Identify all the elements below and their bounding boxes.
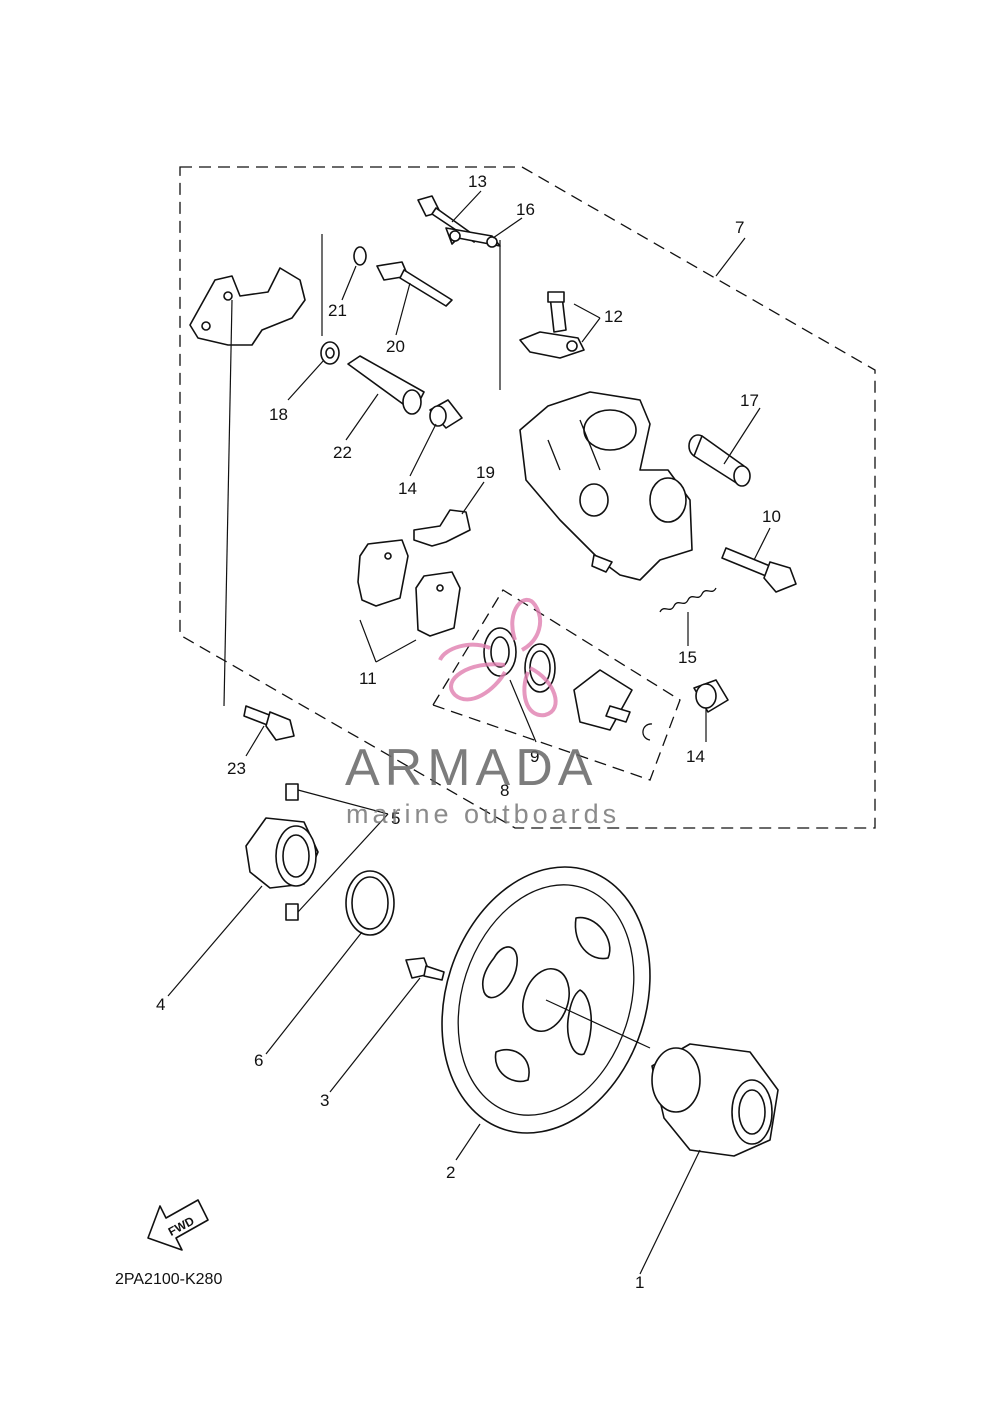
callout-17: 17 [740,391,759,410]
callout-18: 18 [269,405,288,424]
diagram-code: 2PA2100-K280 [115,1271,222,1288]
callout-labels: 1 2 3 4 5 6 7 8 9 10 11 12 13 14 14 15 1… [156,172,781,1292]
pin-17 [688,434,751,487]
callout-12: 12 [604,307,623,326]
watermark-brand: ARMADA [345,739,597,797]
hub-nut-4 [245,817,319,889]
bolt-23 [243,705,295,741]
callout-6: 6 [254,1051,263,1070]
callout-14-lower: 14 [686,747,705,766]
callout-21: 21 [328,301,347,320]
boot-14-upper [429,399,463,429]
bolt-10 [721,547,797,593]
callout-13: 13 [468,172,487,191]
piston-group-boundary [432,589,681,781]
callout-15: 15 [678,648,697,667]
callout-9: 9 [530,747,539,766]
callout-11: 11 [359,669,377,688]
bleeder-12 [519,291,585,359]
callout-23: 23 [227,759,246,778]
washer-21 [353,246,367,266]
lock-plate-16 [445,227,501,248]
callout-5: 5 [391,809,400,828]
brake-pads-11 [357,539,461,637]
callout-7: 7 [735,218,744,237]
ring-6 [345,870,395,936]
fwd-arrow: FWD [147,1199,209,1251]
callout-3: 3 [320,1091,329,1110]
callout-8: 8 [500,781,509,800]
callout-22: 22 [333,443,352,462]
callout-20: 20 [386,337,405,356]
callout-10: 10 [762,507,781,526]
studs-5 [285,783,299,921]
sleeve-22 [347,355,425,415]
callout-16: 16 [516,200,535,219]
callout-1: 1 [635,1273,644,1292]
callout-14-upper: 14 [398,479,417,498]
callout-2: 2 [446,1163,455,1182]
watermark-tagline: marine outboards [346,799,620,829]
piston-seals-9 [483,627,633,731]
pin-20 [376,261,453,307]
washer-18-hole [325,347,335,359]
caliper-body [519,391,693,581]
boot-14-lower [693,679,729,713]
clip-19 [413,509,471,547]
spring-15 [659,587,717,613]
mounting-bracket [189,267,306,346]
circlip [642,723,653,741]
bolt-3 [405,957,445,981]
watermark-logo [438,597,558,718]
leader-lines [167,190,771,1275]
callout-4: 4 [156,995,165,1014]
callout-19: 19 [476,463,495,482]
wheel-hub-1 [651,1043,779,1157]
caliper-assembly-boundary [179,166,876,829]
watermark: ARMADA marine outboards [345,597,620,829]
